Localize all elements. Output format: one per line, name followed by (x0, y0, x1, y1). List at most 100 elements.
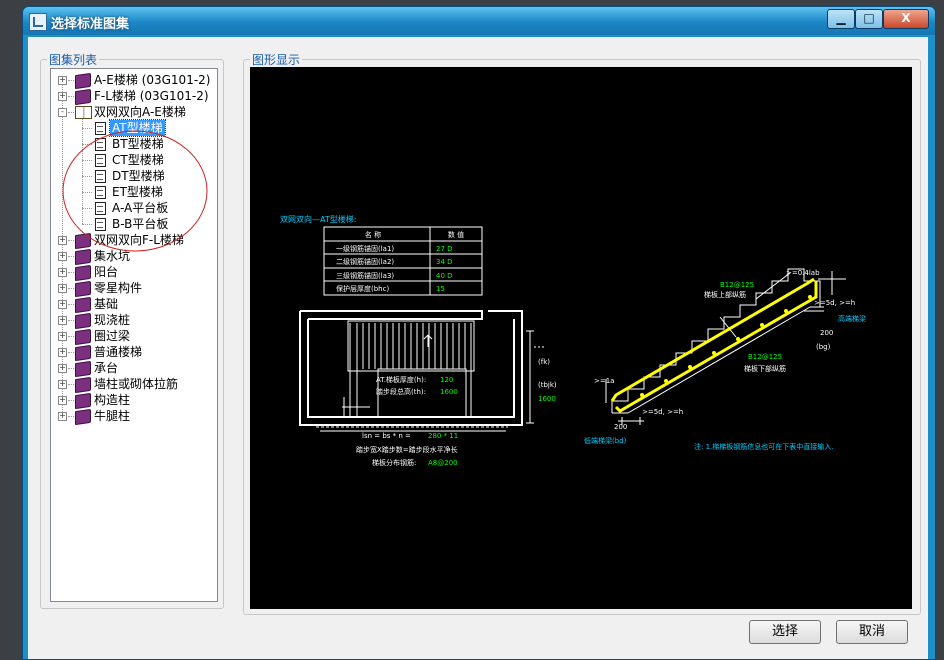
book-icon (75, 392, 91, 410)
dialog-window: 选择标准图集 ▁ □ X 图集列表 +A-E楼梯 (03G101-2)+F-L楼… (22, 6, 936, 660)
expand-icon[interactable]: + (58, 299, 67, 309)
tree-connector (68, 256, 74, 257)
book-icon (75, 72, 91, 90)
expand-icon[interactable]: + (58, 411, 67, 421)
tree-leaf[interactable]: B-B平台板 (51, 216, 217, 232)
tree-item-label: A-A平台板 (112, 201, 169, 215)
dim-side: >=5d, >=h (814, 299, 855, 307)
tree-item-label: 双网双向F-L楼梯 (94, 233, 184, 247)
tree-node[interactable]: +现浇桩 (51, 312, 217, 330)
drawing-note: 注: 1.梯梯板钢筋信息也可在下表中直接输入. (694, 442, 834, 451)
top-rebar-label: 梯板上部纵筋 (704, 290, 746, 299)
plan-value-1: 120 (440, 376, 453, 384)
tree-leaf[interactable]: BT型楼梯 (51, 136, 217, 152)
collapse-icon[interactable]: - (58, 108, 67, 117)
tree-connector (82, 208, 92, 209)
expand-icon[interactable]: + (58, 75, 67, 85)
expand-icon[interactable]: + (58, 251, 67, 261)
book-icon (75, 328, 91, 346)
tree-node[interactable]: - 双网双向A-E楼梯 (51, 104, 217, 120)
expand-icon[interactable]: + (58, 395, 67, 405)
expand-icon[interactable]: + (58, 331, 67, 341)
expand-icon[interactable]: + (58, 363, 67, 373)
expand-icon[interactable]: + (58, 347, 67, 357)
tree-node[interactable]: + 集水坑 (51, 248, 217, 266)
tree-item-label: DT型楼梯 (112, 169, 165, 183)
tree-leaf[interactable]: ET型楼梯 (51, 184, 217, 200)
table-header-value: 数 值 (448, 230, 464, 239)
open-book-icon (75, 106, 92, 119)
preview-label: 图形显示 (250, 51, 303, 68)
expand-icon[interactable]: + (58, 235, 67, 245)
app-icon (29, 13, 47, 31)
drawing-canvas: 名 称 数 值 一级钢筋锚固(la1) 二级钢筋锚固(la2) 三级钢筋锚固(l… (250, 67, 912, 609)
tree-node[interactable]: +构造柱 (51, 392, 217, 410)
dim-low-2: >=5d, >=h (642, 408, 683, 416)
bg-label: (bg) (816, 343, 831, 351)
bottom-rebar-label: 梯板下部纵筋 (744, 364, 786, 373)
expand-icon[interactable]: + (58, 91, 67, 101)
book-icon (75, 280, 91, 298)
table-row-3-value: 40 D (436, 272, 453, 280)
dim-200-low: 200 (614, 423, 627, 431)
select-button[interactable]: 选择 (749, 620, 821, 644)
side-label-tbjk: (tbjk) (538, 381, 557, 389)
tree-connector (68, 96, 74, 97)
tree-connector (68, 416, 74, 417)
book-icon (75, 344, 91, 362)
atlas-tree[interactable]: +A-E楼梯 (03G101-2)+F-L楼梯 (03G101-2) - 双网双向A… (50, 68, 218, 602)
tree-leaf[interactable]: DT型楼梯 (51, 168, 217, 184)
maximize-button[interactable]: □ (855, 9, 883, 29)
tree-connector (82, 128, 92, 129)
tree-item-label: ET型楼梯 (112, 185, 163, 199)
expand-icon[interactable]: + (58, 379, 67, 389)
table-row-1-name: 一级钢筋锚固(la1) (336, 244, 394, 253)
tree-node[interactable]: +阳台 (51, 264, 217, 282)
tree-item-label: 集水坑 (94, 249, 131, 263)
side-label-fk: (fk) (538, 358, 550, 366)
dimension-label: lsn = bs * n = (362, 432, 411, 440)
expand-icon[interactable]: + (58, 283, 67, 293)
tree-connector (68, 240, 74, 241)
expand-icon[interactable]: + (58, 267, 67, 277)
tree-node[interactable]: +牛腿柱 (51, 408, 217, 426)
tree-node[interactable]: +基础 (51, 296, 217, 314)
document-icon (95, 154, 106, 167)
document-icon (95, 122, 106, 135)
tree-child-connector-line (82, 116, 83, 224)
tree-connector (68, 272, 74, 273)
expand-icon[interactable]: + (58, 315, 67, 325)
caption-2-label: 梯板分布钢筋: (372, 458, 416, 467)
title-bar[interactable]: 选择标准图集 ▁ □ X (23, 7, 935, 35)
book-icon (75, 376, 91, 394)
close-button[interactable]: X (883, 9, 929, 29)
book-icon (75, 296, 91, 314)
tree-node[interactable]: + 墙柱或砌体拉筋 (51, 376, 217, 394)
table-row-3-name: 三级钢筋锚固(la3) (336, 271, 394, 280)
annotation-circle (62, 130, 208, 252)
tree-item-label: 双网双向A-E楼梯 (94, 105, 186, 119)
tree-item-label: BT型楼梯 (112, 137, 164, 151)
tree-item-label: CT型楼梯 (112, 153, 164, 167)
tree-node[interactable]: +F-L楼梯 (03G101-2) (51, 88, 217, 106)
cancel-button[interactable]: 取消 (836, 620, 908, 644)
tree-node[interactable]: + 双网双向F-L楼梯 (51, 232, 217, 250)
tree-node[interactable]: +A-E楼梯 (03G101-2) (51, 72, 217, 90)
tree-node[interactable]: +承台 (51, 360, 217, 378)
tree-connector (68, 368, 74, 369)
tree-connector (82, 176, 92, 177)
tree-connector (68, 80, 74, 81)
table-header-name: 名 称 (365, 230, 381, 239)
minimize-button[interactable]: ▁ (827, 9, 855, 29)
tree-node[interactable]: +零星构件 (51, 280, 217, 298)
tree-connector (68, 400, 74, 401)
tree-leaf[interactable]: A-A平台板 (51, 200, 217, 216)
atlas-list-label: 图集列表 (47, 51, 100, 68)
low-end-beam-label: 低端梯梁(bd) (584, 436, 627, 445)
tree-node[interactable]: +普通楼梯 (51, 344, 217, 362)
tree-leaf[interactable]: CT型楼梯 (51, 152, 217, 168)
tree-node[interactable]: +圈过梁 (51, 328, 217, 346)
table-row-4-value: 15 (436, 285, 445, 293)
tree-connector (82, 160, 92, 161)
tree-item-label: 墙柱或砌体拉筋 (94, 377, 179, 391)
